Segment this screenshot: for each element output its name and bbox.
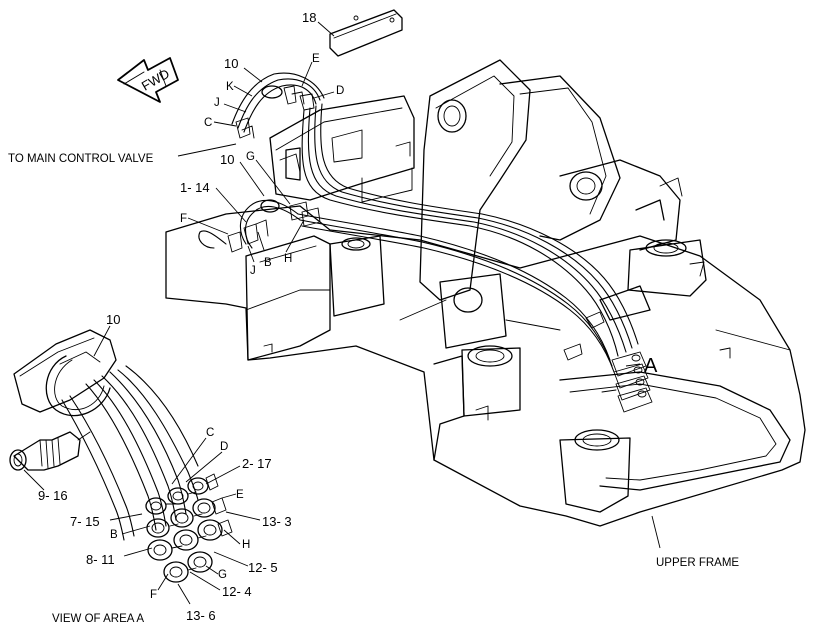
callout-f-detail: F: [150, 589, 157, 601]
callout-labels: 18 10 E K J C D TO MAIN CONTROL VALVE 10…: [8, 10, 739, 625]
callout-13-3: 13- 3: [262, 514, 292, 529]
callout-7-15: 7- 15: [70, 514, 100, 529]
callout-g-mid: G: [246, 151, 255, 163]
fwd-arrow-icon: FWD: [117, 57, 179, 103]
callout-b-mid: B: [264, 257, 272, 269]
callout-c-detail: C: [206, 427, 214, 439]
callout-h-detail: H: [242, 539, 250, 551]
callout-h-mid: H: [284, 253, 292, 265]
callout-b-detail: B: [110, 529, 118, 541]
callout-10-mid: 10: [220, 152, 234, 167]
mid-fittings: [198, 199, 321, 253]
callout-12-5: 12- 5: [248, 560, 278, 575]
fwd-label: FWD: [139, 66, 172, 94]
callout-e-detail: E: [236, 489, 244, 501]
callout-k-top: K: [226, 81, 234, 93]
callout-j-mid: J: [250, 265, 256, 277]
callout-18: 18: [302, 10, 316, 25]
callout-f-mid: F: [180, 213, 187, 225]
upper-frame-label: UPPER FRAME: [656, 557, 739, 569]
callout-c-top: C: [204, 117, 212, 129]
callout-d-top: D: [336, 85, 344, 97]
callout-2-17: 2- 17: [242, 456, 272, 471]
callout-1-14: 1- 14: [180, 180, 210, 195]
callout-8-11: 8- 11: [86, 552, 115, 567]
detail-fittings: [145, 473, 233, 583]
upper-fittings: [231, 9, 403, 139]
callout-10-detail: 10: [106, 312, 120, 327]
callout-g-detail: G: [218, 569, 227, 581]
area-a-label: A: [644, 355, 658, 377]
callout-d-detail: D: [220, 441, 228, 453]
hose-bundle: [297, 103, 653, 413]
callout-9-16: 9- 16: [38, 488, 68, 503]
callout-e-top: E: [312, 53, 320, 65]
callout-12-4: 12- 4: [222, 584, 252, 599]
view-of-area-a-label: VIEW OF AREA A: [52, 613, 144, 625]
callout-13-6: 13- 6: [186, 608, 216, 623]
upper-frame-outline: [165, 59, 806, 527]
callout-10-top: 10: [224, 56, 238, 71]
detail-view-area-a: [9, 329, 233, 583]
callout-j-top: J: [214, 97, 220, 109]
leader-lines: [23, 21, 661, 605]
to-main-control-valve-label: TO MAIN CONTROL VALVE: [8, 153, 154, 165]
